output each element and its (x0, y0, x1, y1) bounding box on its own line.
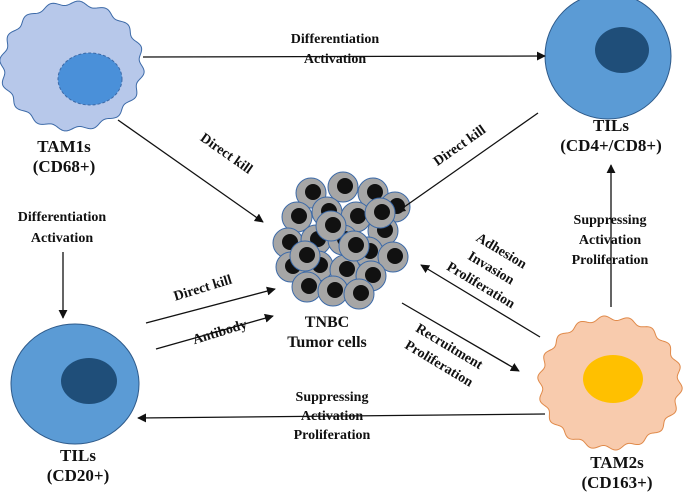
arrow-tam1-to-til-top (142, 51, 546, 61)
arrow-til-bottom-to-tnbc-b (155, 313, 274, 350)
tam1-title-line2: (CD68+) (33, 157, 96, 176)
tumor-cell-nucleus (387, 248, 403, 264)
arrows (58, 51, 616, 423)
label-tam2-til-bottom-line1: Suppressing (296, 390, 369, 405)
tam1-cell (0, 0, 145, 132)
label-tam1-til-top-line1: Differentiation (291, 32, 380, 47)
tumor-cell-nucleus (327, 282, 343, 298)
label-tam1-til-bottom-line1: Differentiation (18, 210, 107, 225)
tumor-cell-nucleus (325, 217, 341, 233)
label-tam1-til-top-line2: Activation (304, 52, 366, 67)
tnbc-title-line2: Tumor cells (287, 334, 367, 351)
arrow-tam2-to-til-bottom (137, 413, 546, 423)
tam1-title-line1: TAM1s (37, 137, 91, 156)
cell-titles: TAM1s (CD68+) TILs (CD4+/CD8+) TILs (CD2… (33, 116, 662, 492)
tumor-cell (315, 210, 347, 242)
label-tam2-til-top-line1: Suppressing (574, 213, 647, 228)
tam2-title-line2: (CD163+) (581, 473, 652, 492)
tumor-cell-nucleus (339, 261, 355, 277)
til-cd20-cell (10, 323, 140, 445)
tumor-cell-nucleus (301, 278, 317, 294)
tumor-cell-nucleus (305, 184, 321, 200)
label-tam2-til-bottom-line2: Activation (301, 409, 363, 424)
tumor-cell-nucleus (337, 178, 353, 194)
label-til-bottom-tnbc-b: Antibody (191, 317, 249, 348)
tumor-cell-nucleus (367, 184, 383, 200)
tam2-title-line1: TAM2s (590, 453, 644, 472)
tam2-nucleus (583, 355, 643, 403)
tam1-nucleus (57, 52, 123, 106)
tumor-cell (291, 271, 323, 303)
tumor-cell (317, 275, 349, 307)
til-cd4-cd8-cell (544, 0, 672, 120)
arrow-tnbc-to-tam2 (401, 302, 520, 372)
label-til-bottom-tnbc-a: Direct kill (172, 273, 234, 305)
tumor-cell (377, 241, 409, 273)
tumor-cell-nucleus (374, 204, 390, 220)
til-cd20-nucleus (61, 358, 117, 404)
tumor-cell-nucleus (353, 285, 369, 301)
til-cd20-title-line2: (CD20+) (47, 466, 110, 485)
tumor-cell-nucleus (299, 247, 315, 263)
tumor-cell (281, 201, 313, 233)
label-tam1-til-bottom-line2: Activation (31, 231, 93, 246)
label-tam2-til-bottom-line3: Proliferation (294, 428, 371, 443)
tnbc-title-line1: TNBC (305, 314, 349, 331)
tumor-cell-nucleus (365, 267, 381, 283)
tumor-cell (364, 197, 396, 229)
tumor-cell-nucleus (348, 237, 364, 253)
tumor-cell (289, 240, 321, 272)
tnbc-tumor-cluster (272, 171, 411, 310)
til-cd4-cd8-nucleus (595, 27, 649, 73)
tumor-cell-nucleus (291, 208, 307, 224)
label-tam2-til-top-line2: Activation (579, 233, 641, 248)
tumor-cell-nucleus (350, 208, 366, 224)
til-cd20-title-line1: TILs (60, 446, 96, 465)
arrow-tam1-to-tnbc (117, 119, 264, 223)
tumor-cell (327, 171, 359, 203)
til-cd4-cd8-title-line1: TILs (593, 116, 629, 135)
label-tam2-til-top-line3: Proliferation (572, 253, 649, 268)
til-cd4-cd8-title-line2: (CD4+/CD8+) (560, 136, 662, 155)
label-tam1-tnbc: Direct kill (197, 131, 255, 178)
arrow-tam2-to-tnbc (420, 264, 541, 338)
arrow-til-bottom-to-tnbc-a (145, 286, 276, 324)
tumor-cell (338, 230, 370, 262)
tumor-cell (343, 278, 375, 310)
arrow-til-top-to-tnbc (396, 112, 539, 213)
tam2-cell (537, 315, 683, 451)
label-til-top-tnbc: Direct kill (431, 123, 489, 170)
